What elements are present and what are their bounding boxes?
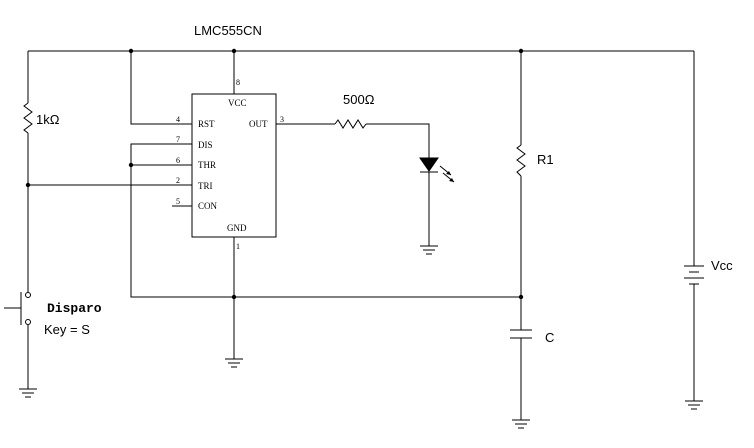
switch-contact-top [25, 292, 31, 298]
supply-label: Vcc [711, 258, 733, 273]
led-resistor-label: 500Ω [343, 92, 375, 107]
pin-con-label: CON [198, 201, 218, 211]
pin-dis-number: 7 [176, 135, 180, 144]
ground-icon [512, 419, 530, 429]
junction-node [128, 162, 134, 168]
ic-part-name: LMC555CN [194, 23, 262, 38]
pullup-resistor-label: 1kΩ [36, 112, 60, 127]
pin-vcc-number: 8 [236, 78, 240, 87]
ic-vcc-label: VCC [228, 98, 247, 108]
switch-name-label: Disparo [47, 301, 102, 316]
led-feed-wire [366, 123, 430, 158]
pin-out-label: OUT [249, 119, 268, 129]
pin-tri-label: TRI [198, 181, 213, 191]
pin-thr-number: 6 [176, 156, 180, 165]
pin-rst-label: RST [198, 119, 215, 129]
pin-gnd-number: 1 [236, 242, 240, 251]
ground-icon [685, 400, 703, 410]
pin-con-number: 5 [176, 197, 180, 206]
switch-contact-bottom [25, 319, 31, 325]
ground-icon [225, 358, 243, 368]
pin-tri-number: 2 [176, 176, 180, 185]
led-icon [419, 157, 455, 183]
dis-thr-wire [130, 143, 521, 298]
switch-key-label: Key = S [44, 322, 90, 337]
r1-label: R1 [537, 152, 554, 167]
pin-thr-label: THR [198, 160, 216, 170]
ground-icon [420, 245, 438, 255]
pullup-resistor-symbol [23, 102, 33, 134]
capacitor-label: C [545, 330, 554, 345]
led-resistor-symbol [334, 119, 367, 129]
ic-gnd-label: GND [227, 223, 247, 233]
r1-resistor-symbol [516, 144, 526, 177]
pin-out-number: 3 [280, 115, 284, 124]
reset-wire [130, 51, 192, 125]
pin-dis-label: DIS [198, 140, 213, 150]
capacitor-icon [510, 329, 532, 339]
battery-icon [684, 265, 704, 285]
pin-rst-number: 4 [176, 115, 180, 124]
ground-icon [19, 388, 37, 398]
ic-555-body [191, 93, 277, 238]
